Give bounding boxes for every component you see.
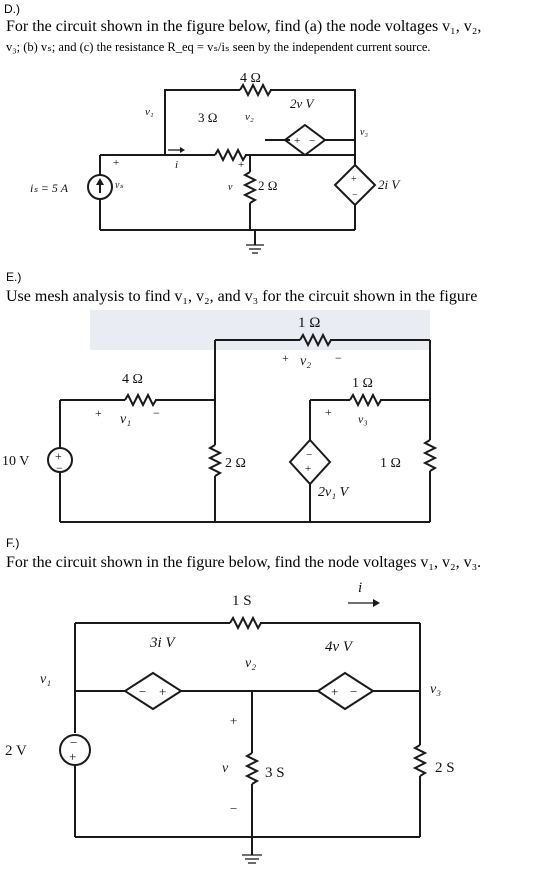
plus-sign: + [69,749,76,764]
resistor-4ohm-e [124,392,157,408]
minus-sign: − [352,190,358,201]
label-v-d: v [228,182,233,193]
plus-sign: + [113,157,119,169]
plus-sign: + [55,449,62,463]
resistor-2ohm-e [207,444,223,477]
label-3ohm-d: 3 Ω [198,110,217,125]
plus-sign: + [351,174,357,185]
problem-d-statement-line1: For the circuit shown in the figure belo… [6,18,482,35]
minus-sign: − [306,449,312,461]
dependent-source-3i-f [123,671,183,711]
label-i-d: i [175,159,178,171]
resistor-1ohm-inner-e [349,392,382,408]
label-4v-f: 4v V [325,639,354,655]
label-2i-d: 2i V [378,177,401,192]
label-v1-f: v₁ [40,672,51,687]
label-is-d: iₛ = 5 A [30,181,69,195]
plus-sign: + [305,463,311,475]
label-2v-d: 2v V [290,96,316,111]
label-1ohm-right-e: 1 Ω [380,456,401,471]
circuit-e-diagram: 1 Ω 4 Ω 2 Ω 1 Ω 1 Ω 10 V 2v₁ V v₁ v₂ v₃ … [2,310,438,523]
plus-sign: + [230,713,237,728]
resistor-1ohm-right-e [422,439,438,472]
dependent-source-4v-f [316,671,375,711]
conductance-2s-f [412,744,428,777]
plus-sign: + [325,405,332,419]
circuit-d-diagram: 4 Ω 3 Ω 2 Ω 2v V 2i V iₛ = 5 A v₁ v₂ v₃ … [30,71,401,254]
resistor-2ohm-d [242,171,258,204]
minus-sign: − [335,351,342,365]
label-v-f: v [222,761,229,776]
label-2ohm-d: 2 Ω [258,178,277,193]
minus-sign: − [350,684,357,699]
label-4ohm-d: 4 Ω [240,71,261,86]
problem-e-heading: E.) [6,270,22,284]
minus-sign: − [153,406,160,420]
label-3s-f: 3 S [265,765,285,781]
label-i-f: i [358,580,362,596]
resistor-4ohm-d [239,82,272,98]
plus-sign: + [95,406,102,420]
resistor-3ohm-d [214,147,247,163]
label-2s-f: 2 S [435,760,455,776]
minus-sign: − [56,461,63,475]
minus-sign: − [70,735,77,750]
conductance-3s-f [244,752,260,785]
label-v1-d: v₁ [145,106,154,118]
label-v2-f: v₂ [245,656,256,671]
plus-sign: + [282,351,289,365]
minus-sign: − [230,801,237,816]
label-2v1-e: 2v₁ V [318,485,350,500]
dependent-source-2v1-e [288,438,332,486]
problem-d-heading: D.) [4,2,20,16]
label-1ohm-top-e: 1 Ω [298,315,320,331]
problem-f-heading: F.) [6,536,20,550]
circuit-f-diagram: 1 S i 3i V 4v V v₂ v₁ v₃ 2 V 3 S 2 S v −… [5,580,455,864]
label-4ohm-e: 4 Ω [122,372,143,387]
problem-f-statement: For the circuit shown in the figure belo… [6,554,482,571]
label-v2-e: v₂ [300,354,311,369]
dependent-source-2v-d [283,123,327,157]
label-1ohm-inner-e: 1 Ω [352,376,373,391]
plus-sign: + [331,684,338,699]
plus-sign: + [294,135,300,147]
label-1s-f: 1 S [232,593,252,609]
problem-d-statement-line2: v₃; (b) vₛ; and (c) the resistance R_eq … [6,40,431,54]
label-10v-e: 10 V [2,454,29,469]
label-v3-d: v₃ [360,127,368,138]
label-v1-e: v₁ [120,412,131,427]
label-2ohm-e: 2 Ω [225,456,246,471]
label-v3-f: v₃ [430,682,441,697]
minus-sign: − [139,684,146,699]
conductance-1s-f [229,615,262,631]
label-v3-e: v₃ [358,412,368,426]
resistor-1ohm-top-e [299,332,332,348]
label-3i-f: 3i V [149,635,176,651]
minus-sign: − [309,135,315,147]
label-vs-d: vₛ [115,180,123,191]
problem-e-statement: Use mesh analysis to find v₁, v₂, and v₃… [6,288,478,305]
label-2v-f: 2 V [5,743,27,759]
plus-sign: + [159,684,166,699]
label-v2-d: v₂ [245,111,254,123]
plus-sign: + [238,159,244,171]
